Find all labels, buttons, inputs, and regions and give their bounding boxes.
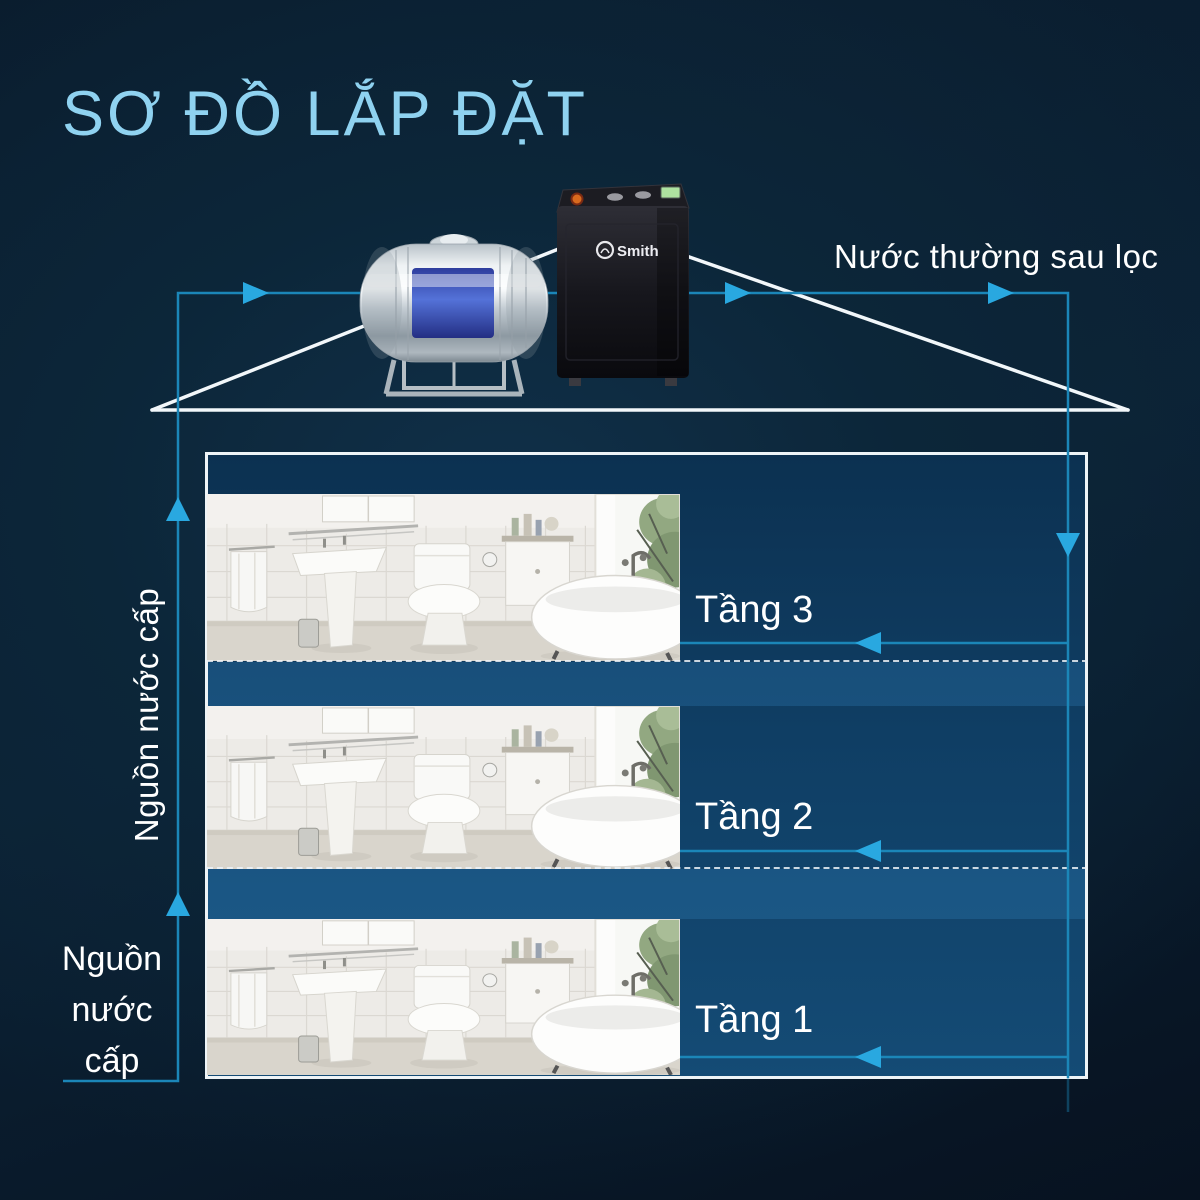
- bathroom-illustration: [207, 494, 680, 661]
- filter-brand-label: Smith: [617, 243, 659, 260]
- bathroom-photo-floor-1: [207, 919, 680, 1075]
- flow-arrow-up-icon: [166, 497, 190, 521]
- floor-separator-band: [208, 662, 1085, 706]
- floor-2-dashed-line: [207, 867, 1088, 869]
- filter-unit: Smith: [556, 183, 690, 386]
- bathroom-illustration: [207, 706, 680, 869]
- water-tank-illustration: [356, 222, 552, 400]
- flow-arrow-up-icon: [166, 892, 190, 916]
- floor-1-label: Tầng 1: [695, 999, 814, 1041]
- display-screen: [660, 186, 681, 199]
- flow-arrow-right-icon: [725, 282, 751, 304]
- floor-3-label: Tầng 3: [695, 589, 814, 631]
- water-tank: [359, 234, 549, 397]
- filter-foot: [665, 378, 677, 386]
- filter-top-panel: [556, 183, 690, 213]
- water-supply-label-bottom: Nguồn nước cấp: [61, 940, 163, 1080]
- flow-arrow-right-icon: [988, 282, 1014, 304]
- bathroom-photo-floor-3: [207, 494, 680, 661]
- flow-arrow-right-icon: [243, 282, 269, 304]
- top-label-icon: [607, 193, 623, 201]
- filter-foot: [569, 378, 581, 386]
- floor-3-dashed-line: [207, 660, 1088, 662]
- filter-unit-illustration: Smith: [553, 174, 695, 388]
- floor-separator-band: [208, 869, 1085, 919]
- indicator-light-icon: [570, 192, 584, 206]
- page-title: SƠ ĐỒ LẮP ĐẶT: [62, 79, 588, 149]
- water-supply-label-vertical: Nguồn nước cấp: [128, 587, 165, 843]
- bathroom-illustration: [207, 919, 680, 1075]
- top-label-icon: [635, 191, 651, 199]
- floor-2-label: Tầng 2: [695, 796, 814, 838]
- bathroom-photo-floor-2: [207, 706, 680, 869]
- filtered-water-label: Nước thường sau lọc: [834, 238, 1159, 275]
